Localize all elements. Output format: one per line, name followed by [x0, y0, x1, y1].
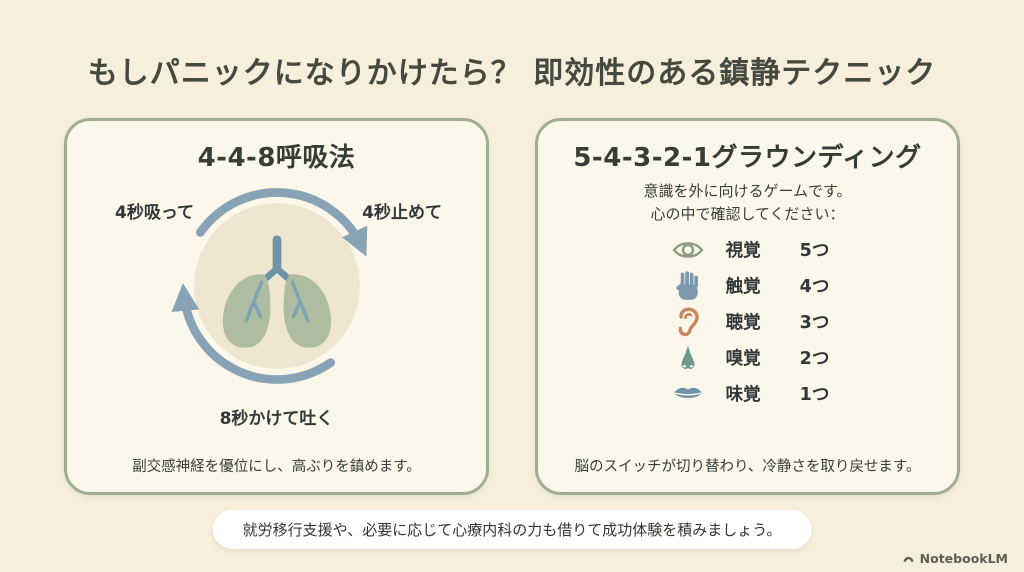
- grounding-subtitle-line1: 意識を外に向けるゲームです。: [643, 182, 852, 200]
- cycle-arrows-icon: [171, 188, 367, 384]
- sense-count: 4つ: [799, 277, 830, 297]
- list-item: 触覚 4つ: [666, 270, 830, 301]
- sense-label: 嗅覚: [725, 349, 761, 369]
- breathing-cycle-diagram: 4秒吸って 4秒止めて: [85, 176, 468, 406]
- list-item: 聴覚 3つ: [666, 306, 830, 337]
- sense-label: 聴覚: [725, 313, 761, 333]
- grounding-card: 5-4-3-2-1グラウンディング 意識を外に向けるゲームです。 心の中で確認し…: [535, 118, 960, 495]
- breathing-caption: 副交感神経を優位にし、高ぶりを鎮めます。: [132, 459, 421, 475]
- infographic-slide: もしパニックになりかけたら？ 即効性のある鎮静テクニック 4-4-8呼吸法 4秒…: [0, 56, 1024, 566]
- hold-step-label: 4秒止めて: [362, 203, 442, 223]
- sense-label: 味覚: [725, 385, 761, 405]
- sense-label: 触覚: [725, 277, 761, 297]
- nose-icon: [666, 344, 710, 372]
- grounding-caption: 脳のスイッチが切り替わり、冷静さを取り戻せます。: [574, 459, 921, 475]
- sense-count: 5つ: [799, 241, 830, 261]
- sense-count: 2つ: [799, 349, 830, 369]
- grounding-subtitle: 意識を外に向けるゲームです。 心の中で確認してください：: [643, 180, 851, 225]
- breathing-card: 4-4-8呼吸法 4秒吸って 4秒止めて: [64, 118, 489, 495]
- breathing-card-title: 4-4-8呼吸法: [197, 143, 356, 173]
- watermark-label: NotebookLM: [919, 551, 1008, 566]
- sense-label: 視覚: [725, 241, 761, 261]
- exhale-step-label: 8秒かけて吐く: [219, 409, 334, 429]
- list-item: 視覚 5つ: [666, 234, 830, 265]
- grounding-card-title: 5-4-3-2-1グラウンディング: [573, 143, 922, 173]
- lungs-icon: [222, 235, 331, 348]
- notebooklm-logo-icon: [903, 556, 914, 562]
- list-item: 味覚 1つ: [666, 378, 830, 409]
- ear-icon: [666, 307, 710, 337]
- list-item: 嗅覚 2つ: [666, 342, 830, 373]
- senses-list: 視覚 5つ: [666, 234, 830, 409]
- notebooklm-watermark: NotebookLM: [902, 551, 1008, 566]
- sense-count: 1つ: [799, 385, 830, 405]
- hand-icon: [666, 270, 710, 301]
- lips-icon: [666, 385, 710, 402]
- footer-banner-text: 就労移行支援や、必要に応じて心療内科の力も借りて成功体験を積みましょう。: [242, 521, 782, 539]
- eye-icon: [666, 238, 710, 262]
- cards-row: 4-4-8呼吸法 4秒吸って 4秒止めて: [0, 118, 1024, 495]
- inhale-step-label: 4秒吸って: [115, 203, 194, 223]
- cycle-circle-background: [193, 203, 360, 369]
- footer-banner: 就労移行支援や、必要に応じて心療内科の力も借りて成功体験を積みましょう。: [212, 510, 812, 549]
- breathing-cycle-graphic: [171, 188, 367, 384]
- sense-count: 3つ: [799, 313, 830, 333]
- grounding-subtitle-line2: 心の中で確認してください：: [650, 204, 845, 223]
- page-title: もしパニックになりかけたら？ 即効性のある鎮静テクニック: [87, 56, 937, 91]
